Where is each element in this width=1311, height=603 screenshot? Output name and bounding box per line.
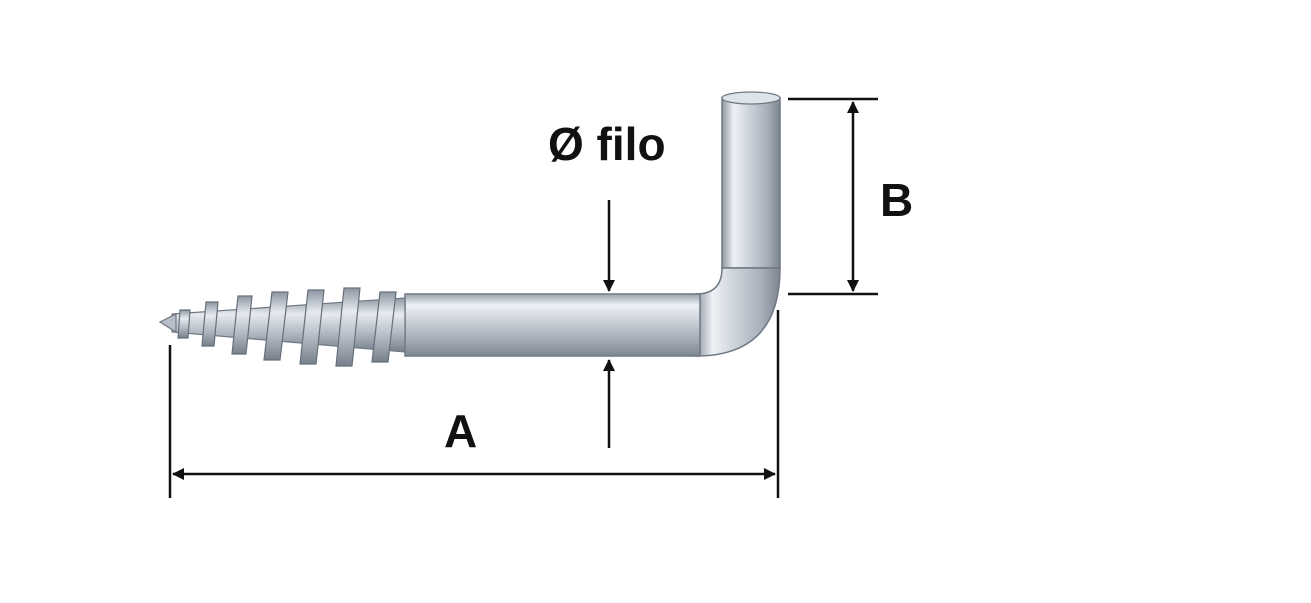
hook-bend: [695, 267, 781, 357]
hook-vertical-leg: [721, 97, 781, 269]
dimension-b-label: B: [880, 174, 913, 226]
hook-end-cap: [721, 91, 781, 105]
dimension-a-label: A: [444, 405, 477, 457]
dimension-b: [788, 97, 878, 296]
screw-threads: [177, 287, 397, 367]
screw-tip: [158, 313, 177, 334]
dimension-a: [168, 310, 780, 498]
hook-shaft: [404, 293, 701, 357]
l-hook-screw-icon: [158, 91, 781, 367]
wire-diameter-label: Ø filo: [548, 118, 666, 170]
